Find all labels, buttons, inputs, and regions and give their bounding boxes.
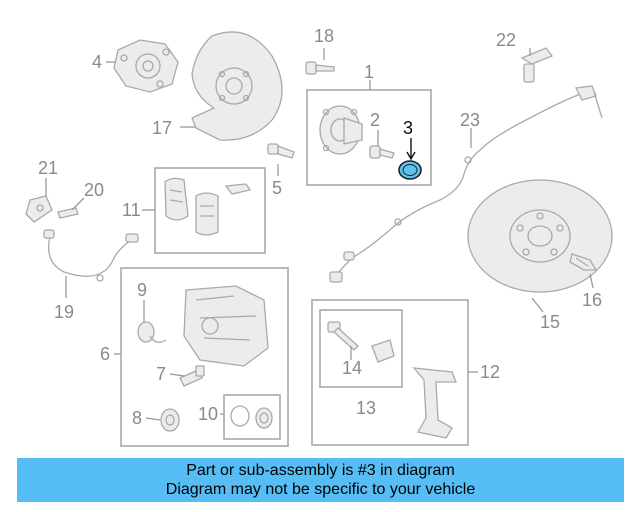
hub-bearing-part (319, 105, 363, 155)
seal-kit-10-part (230, 405, 273, 429)
brake-pads-part (164, 177, 252, 236)
guide-pin-14-part (327, 321, 395, 363)
callout-9: 9 (137, 280, 147, 300)
callout-7: 7 (156, 364, 166, 384)
callout-8: 8 (132, 408, 142, 428)
clip-21-part (25, 195, 53, 223)
info-banner: Part or sub-assembly is #3 in diagram Di… (17, 458, 624, 502)
callout-16: 16 (582, 290, 602, 310)
callout-21: 21 (38, 158, 58, 178)
seal-kit-box (223, 394, 281, 440)
callout-14: 14 (342, 358, 362, 378)
guide-pin-box (319, 309, 403, 388)
sensor-harness-23-part (329, 85, 603, 283)
callout-10: 10 (198, 404, 218, 424)
bolt-18-part (305, 61, 335, 75)
callout-4: 4 (92, 52, 102, 72)
speed-sensor-22-part (520, 47, 554, 83)
knuckle-part (113, 39, 179, 93)
callout-12: 12 (480, 362, 500, 382)
bleeder-9-part (137, 321, 167, 343)
hub-bolt-part (369, 145, 395, 159)
callout-5: 5 (272, 178, 282, 198)
callout-2: 2 (370, 110, 380, 130)
sensor-wire-19-part (43, 229, 139, 282)
clip-20-part (57, 207, 79, 219)
callout-15: 15 (540, 312, 560, 332)
callout-3-highlighted: 3 (403, 118, 413, 138)
dust-cap-part (398, 160, 422, 180)
caliper-part (183, 285, 269, 367)
callout-19: 19 (54, 302, 74, 322)
hub-assembly-box (306, 89, 432, 186)
dust-shield-part (191, 31, 283, 141)
callout-23: 23 (460, 110, 480, 130)
carrier-12-part (412, 367, 457, 439)
callout-11: 11 (122, 200, 141, 220)
callout-22: 22 (496, 30, 516, 50)
callout-20: 20 (84, 180, 104, 200)
callout-13: 13 (356, 398, 376, 418)
banner-line-2: Diagram may not be specific to your vehi… (165, 481, 476, 498)
bushing-8-part (160, 408, 180, 432)
bolt-5-part (267, 143, 295, 159)
callout-1: 1 (364, 62, 374, 82)
screw-16-part (569, 253, 598, 271)
callout-17: 17 (152, 118, 172, 138)
leader-lines (45, 48, 594, 421)
caliper-box (120, 267, 289, 447)
callout-6: 6 (100, 344, 110, 364)
bleeder-screw-7-part (179, 365, 205, 387)
banner-line-1: Part or sub-assembly is #3 in diagram (186, 462, 455, 479)
callout-18: 18 (314, 26, 334, 46)
